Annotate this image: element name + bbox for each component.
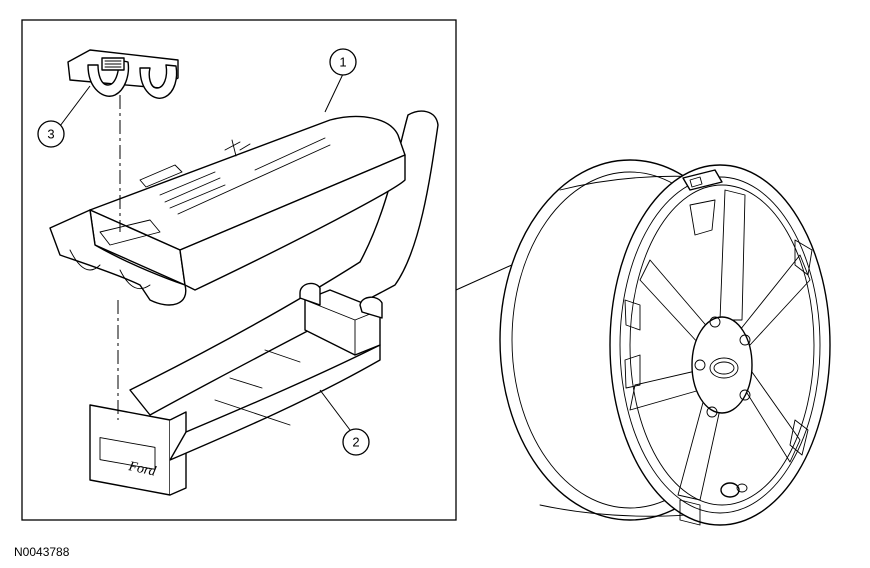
callout-2: 2 <box>319 389 370 456</box>
callout-1-label: 1 <box>339 55 346 70</box>
tpms-sensor <box>49 115 406 306</box>
rim-mounted-sensor <box>682 169 723 191</box>
valve-stem <box>720 482 748 498</box>
wheel-windows <box>624 199 813 526</box>
exploded-view-frame <box>21 19 457 521</box>
figure-id: N0043788 <box>14 545 70 559</box>
callout-2-label: 2 <box>352 435 359 450</box>
band-print <box>214 349 301 426</box>
sensor-print <box>139 137 331 215</box>
sensor-clip <box>67 49 179 99</box>
band-brand-label: Ford <box>126 459 158 480</box>
wheel-hub <box>691 316 753 414</box>
callout-3: 3 <box>37 85 91 148</box>
wheel-assembly <box>499 159 831 526</box>
mounting-band: Ford <box>89 110 439 496</box>
callout-3-label: 3 <box>47 127 54 142</box>
callout-1: 1 <box>324 48 357 113</box>
hub-emblem <box>713 361 735 375</box>
